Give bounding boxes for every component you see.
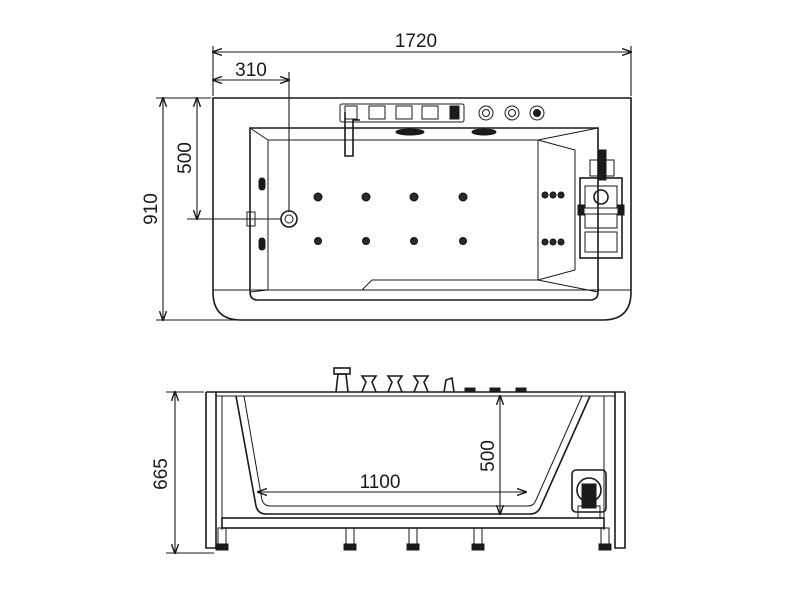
- top-view-basin-outer: [249, 127, 599, 301]
- pump-assembly-icon: [577, 149, 625, 259]
- dim-drain-offset: 310: [235, 60, 267, 81]
- dim-drain-to-edge: 500: [175, 142, 196, 174]
- control-knob-icon: [344, 105, 460, 120]
- back-jet-icon: [541, 191, 565, 246]
- side-view-outer-left-wall: [205, 392, 217, 549]
- headrest-recess: [537, 139, 576, 281]
- side-jet-icon: [246, 177, 266, 251]
- dim-inner-bottom-length: 1100: [360, 472, 401, 493]
- side-pump-icon: [571, 469, 607, 519]
- support-leg-icon: [215, 527, 612, 551]
- top-view-outer-rim: [212, 97, 632, 321]
- side-view-outer-right-wall: [614, 392, 626, 549]
- faucet-hardware-icon: [333, 367, 527, 393]
- overflow-slot-icon: [471, 128, 497, 136]
- faucet-spout-icon: [344, 112, 360, 157]
- dim-overall-length: 1720: [395, 31, 437, 52]
- side-view: 665 500 1100: [151, 367, 626, 553]
- basin-corner-line: [537, 279, 599, 293]
- top-view-basin-floor: [267, 139, 539, 291]
- basin-corner-line: [249, 127, 269, 141]
- overflow-slot-icon: [395, 128, 425, 136]
- top-view: 1720 310 910 500: [141, 31, 631, 320]
- control-panel: [339, 103, 465, 123]
- rim-button-icon: [478, 105, 545, 121]
- side-view-base-frame: [221, 517, 605, 529]
- side-view-basin: [235, 395, 591, 515]
- drain-icon: [280, 210, 298, 228]
- floor-jet-icon: [313, 192, 468, 245]
- basin-corner-line: [537, 127, 599, 141]
- basin-corner-line: [249, 289, 269, 293]
- dim-overall-height: 665: [151, 458, 172, 490]
- dim-inner-depth: 500: [478, 440, 499, 472]
- dim-overall-width: 910: [141, 193, 162, 225]
